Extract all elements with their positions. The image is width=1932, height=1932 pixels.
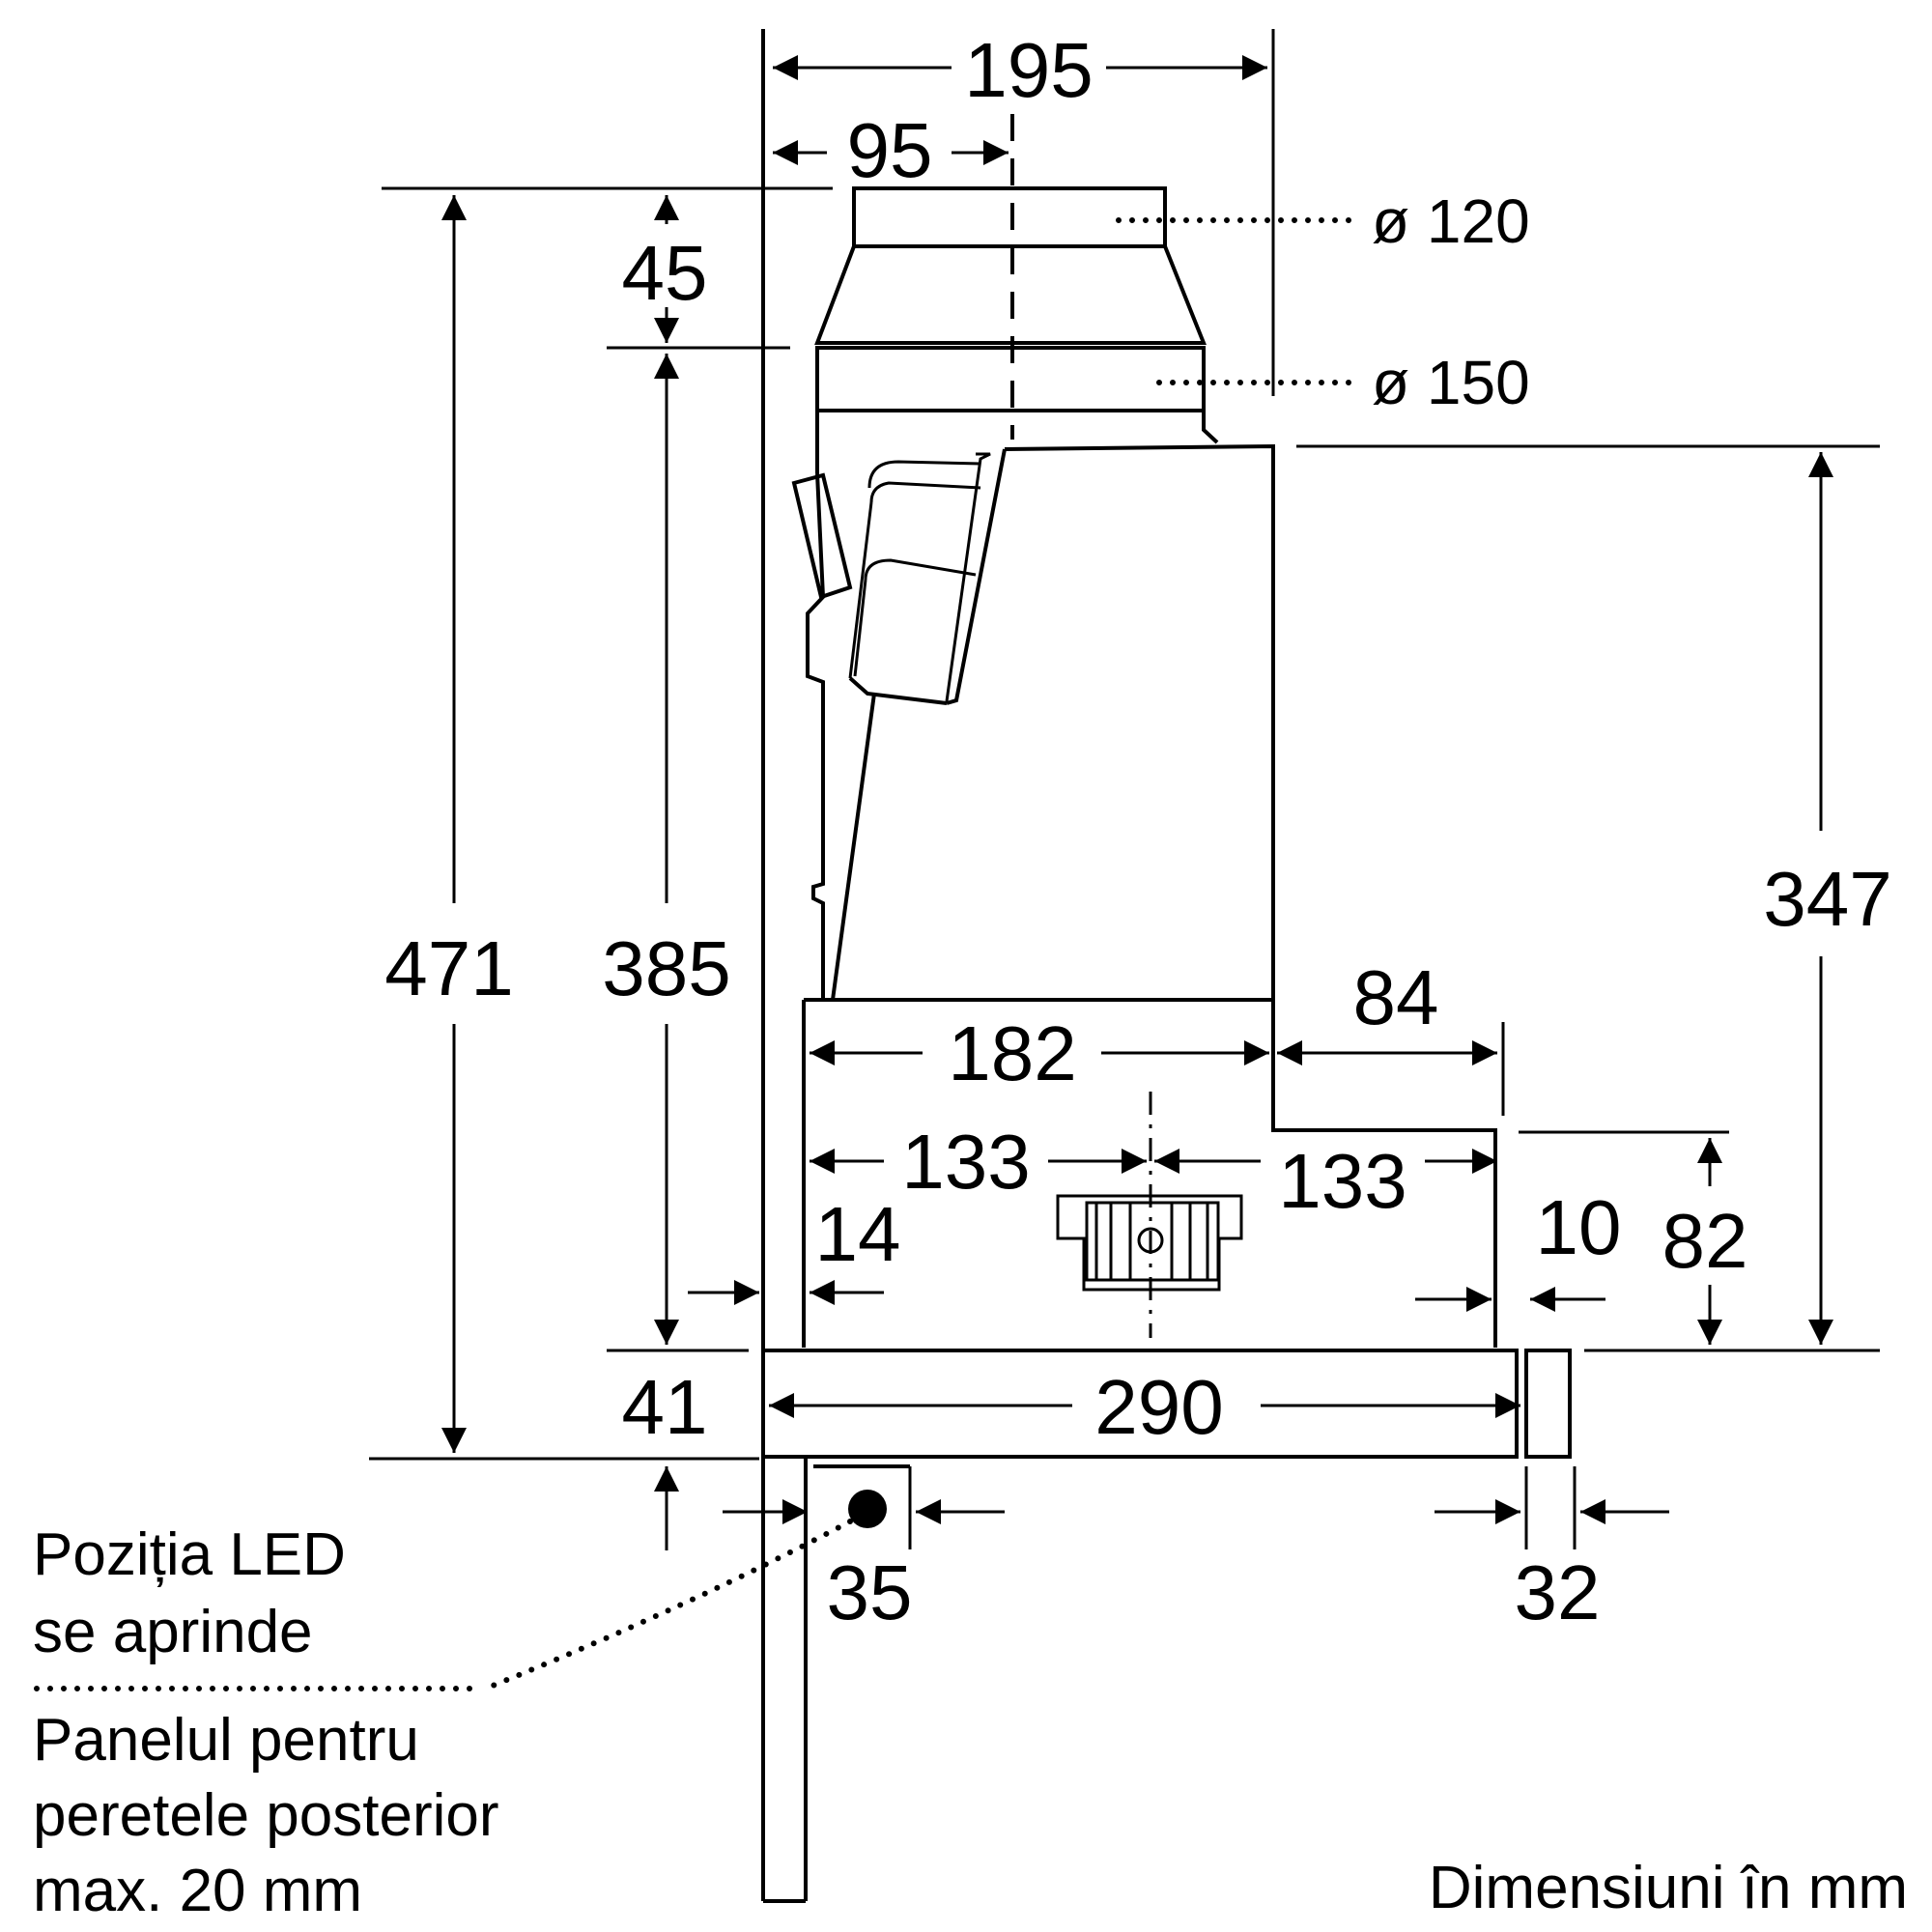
exhaust-collar	[814, 114, 1219, 473]
led-note-line1: Poziția LED	[33, 1521, 346, 1588]
dim-45: 45	[622, 230, 708, 316]
hood-body	[791, 443, 1275, 1001]
rear-wall-panel	[761, 29, 808, 1903]
dim-182: 182	[948, 1010, 1076, 1096]
dim-133-right: 133	[1278, 1138, 1406, 1224]
dim-195: 195	[964, 27, 1093, 113]
panel-note-line1: Panelul pentru	[33, 1707, 419, 1774]
dimension-arrows	[441, 55, 1833, 1550]
panel-note-line3: max. 20 mm	[33, 1858, 362, 1924]
dim-471: 471	[384, 925, 513, 1011]
dim-82: 82	[1662, 1198, 1748, 1284]
dim-41: 41	[622, 1364, 708, 1450]
leader-lines	[34, 217, 1355, 1691]
extension-lines	[369, 29, 1880, 1549]
units-note: Dimensiuni în mm	[1429, 1855, 1908, 1921]
dim-385: 385	[602, 925, 730, 1011]
dim-347: 347	[1763, 856, 1891, 942]
diameter-120-label: ø 120	[1372, 186, 1530, 256]
dim-95: 95	[847, 107, 933, 193]
dim-32: 32	[1515, 1549, 1601, 1635]
dim-10: 10	[1536, 1184, 1622, 1270]
led-indicator	[848, 1490, 887, 1528]
motor-mount-icon	[1056, 1092, 1243, 1338]
panel-note-line2: peretele posterior	[33, 1782, 499, 1849]
dim-35: 35	[827, 1549, 913, 1635]
dim-290: 290	[1094, 1364, 1223, 1450]
dim-133-left: 133	[901, 1119, 1030, 1205]
diameter-150-label: ø 150	[1372, 348, 1530, 417]
dim-14: 14	[815, 1191, 901, 1277]
dim-84: 84	[1353, 954, 1439, 1040]
led-note-line2: se aprinde	[33, 1599, 313, 1665]
